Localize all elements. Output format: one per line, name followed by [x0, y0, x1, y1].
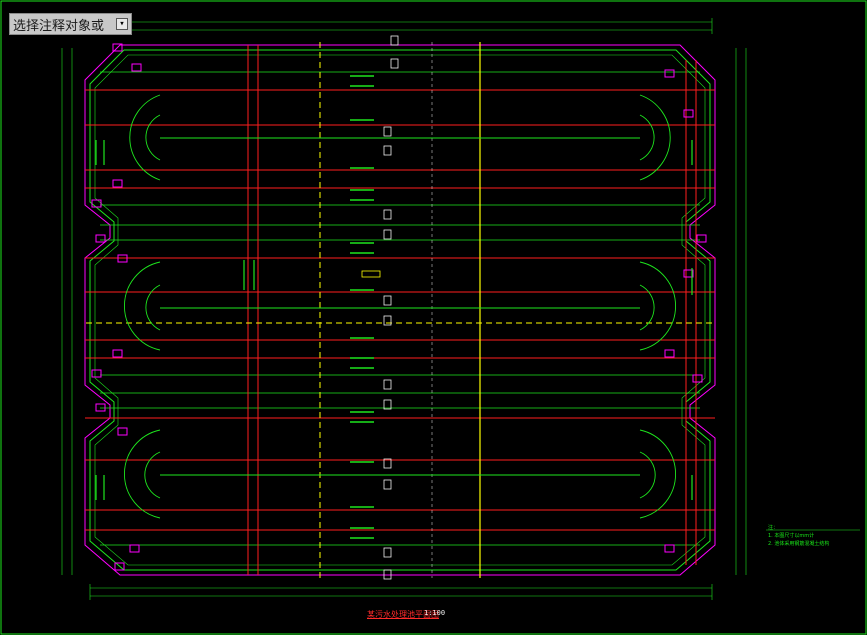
corner-markers	[91, 43, 707, 571]
section-marks	[383, 35, 399, 580]
axis-gridlines	[85, 45, 715, 575]
command-line-prompt[interactable]: 选择注释对象或 ▾	[9, 13, 132, 35]
dropdown-arrow-icon[interactable]: ▾	[116, 18, 128, 30]
drawing-title: 某污水处理池平面图	[367, 610, 439, 619]
command-prompt-text: 选择注释对象或	[13, 18, 105, 34]
dimension-lines	[61, 18, 747, 600]
drawing-notes: 注： 1. 本图尺寸以mm计 2. 池体采用钢筋混凝土结构	[768, 524, 829, 548]
pipe-loops	[123, 94, 677, 519]
channel-lines	[100, 71, 700, 546]
drawing-scale: 1:100	[424, 609, 446, 617]
vertical-dims	[95, 140, 693, 500]
center-marker	[361, 270, 381, 278]
note-item: 1. 本图尺寸以mm计	[768, 533, 815, 539]
annotation-ticks	[350, 75, 374, 539]
notes-heading: 注：	[768, 525, 779, 531]
note-item: 2. 池体采用钢筋混凝土结构	[768, 541, 830, 547]
centerlines	[86, 42, 714, 578]
